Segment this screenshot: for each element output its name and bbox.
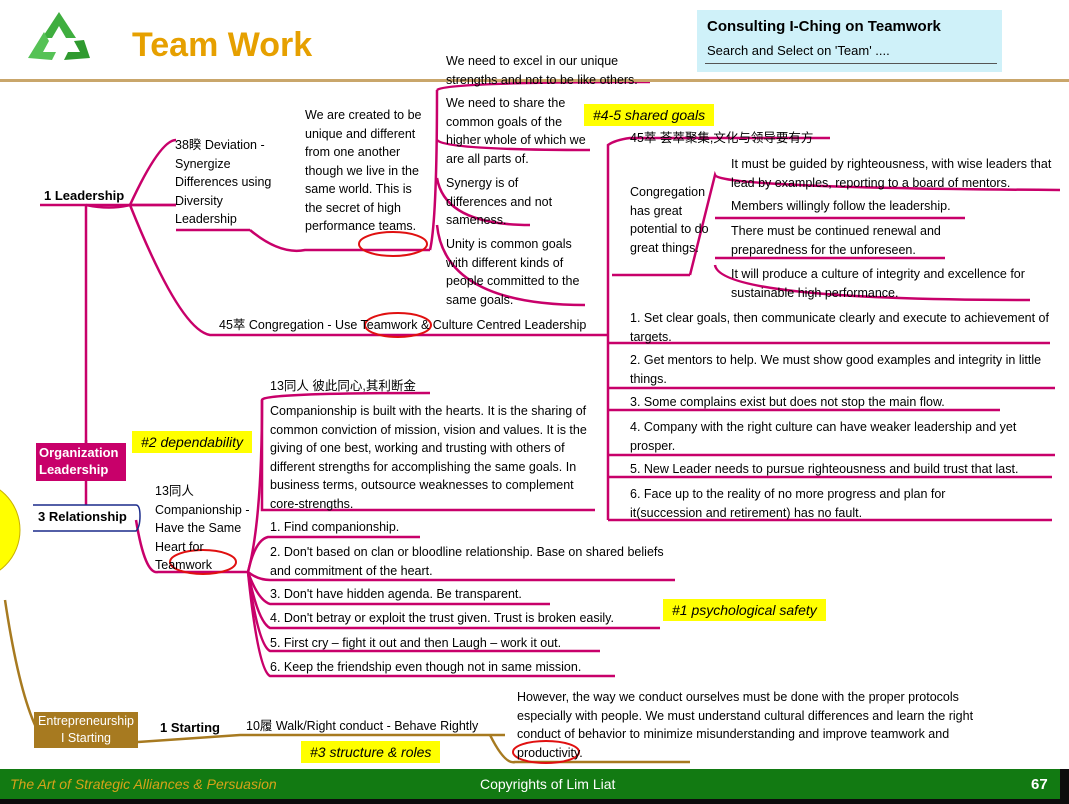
synergy-text: Synergy is of differences and not samene… <box>446 176 553 227</box>
cong-item-3: There must be continued renewal and prep… <box>731 224 941 257</box>
numbered-item-6: 6. Face up to the reality of no more pro… <box>630 487 946 520</box>
companion-item-6: 6. Keep the friendship even though not i… <box>270 660 582 674</box>
companion-text: Companionship is built with the hearts. … <box>270 404 587 511</box>
companion-chinese: 13同人 彼此同心,其利断金 <box>270 379 416 393</box>
footer-band <box>0 769 1060 799</box>
tag-shared-goals: #4-5 shared goals <box>584 104 715 126</box>
unique-text: We are created to be unique and differen… <box>305 108 422 233</box>
numbered-item-4: 4. Company with the right culture can ha… <box>630 420 1017 453</box>
congregation-potential: Congregation has great potential to do g… <box>630 185 709 255</box>
congregation-branch: 45萃 Congregation - Use Teamwork & Cultur… <box>219 318 587 332</box>
cong-item-4: It will produce a culture of integrity a… <box>731 267 1025 300</box>
org-leadership-node: Organization Leadership <box>36 443 126 481</box>
companion-item-4: 4. Don't betray or exploit the trust giv… <box>270 611 614 625</box>
page-title: Team Work <box>132 26 313 64</box>
excel-text: We need to excel in our unique strengths… <box>446 54 638 87</box>
walk-node: 10履 Walk/Right conduct - Behave Rightly <box>246 719 479 733</box>
unity-text: Unity is common goals with different kin… <box>446 237 580 307</box>
page-number: 67 <box>1031 776 1048 793</box>
consulting-underline <box>705 63 997 64</box>
starting-node: 1 Starting <box>160 720 220 735</box>
numbered-item-3: 3. Some complains exist but does not sto… <box>630 395 945 409</box>
footer-copyright: Copyrights of Lim Liat <box>480 776 616 792</box>
tag-dependability: #2 dependability <box>132 431 252 453</box>
companion-node: 13同人 Companionship - Have the Same Heart… <box>155 484 250 572</box>
however-text: However, the way we conduct ourselves mu… <box>517 690 974 760</box>
tag-psychological-safety: #1 psychological safety <box>663 599 826 621</box>
footer-title: The Art of Strategic Alliances & Persuas… <box>10 776 277 792</box>
recycle-icon <box>18 8 100 70</box>
cong-item-2: Members willingly follow the leadership. <box>731 199 951 213</box>
numbered-item-1: 1. Set clear goals, then communicate cle… <box>630 311 1049 344</box>
companion-item-5: 5. First cry – fight it out and then Lau… <box>270 636 562 650</box>
consulting-subtitle: Search and Select on 'Team' .... <box>707 43 890 58</box>
congregation-chinese: 45萃 荟萃聚集,文化与领导要有方 <box>630 131 814 145</box>
numbered-item-2: 2. Get mentors to help. We must show goo… <box>630 353 1042 386</box>
companion-item-1: 1. Find companionship. <box>270 520 400 534</box>
entrepreneurship-node: Entrepreneurship I Starting <box>34 712 138 748</box>
leadership-node: 1 Leadership <box>44 188 125 203</box>
deviation-node: 38睽 Deviation - Synergize Differences us… <box>175 138 272 226</box>
share-goals-text: We need to share the common goals of the… <box>446 96 586 166</box>
consulting-banner: Consulting I-Ching on Teamwork Search an… <box>697 10 1002 72</box>
numbered-item-5: 5. New Leader needs to pursue righteousn… <box>630 462 1019 476</box>
relationship-node: 3 Relationship <box>38 509 127 524</box>
companion-item-3: 3. Don't have hidden agenda. Be transpar… <box>270 587 522 601</box>
consulting-title: Consulting I-Ching on Teamwork <box>707 18 941 35</box>
cong-item-1: It must be guided by righteousness, with… <box>731 157 1052 190</box>
header-divider <box>0 79 1069 82</box>
tag-structure-roles: #3 structure & roles <box>301 741 441 763</box>
footer-bar: The Art of Strategic Alliances & Persuas… <box>0 769 1069 804</box>
companion-item-2: 2. Don't based on clan or bloodline rela… <box>270 545 664 578</box>
